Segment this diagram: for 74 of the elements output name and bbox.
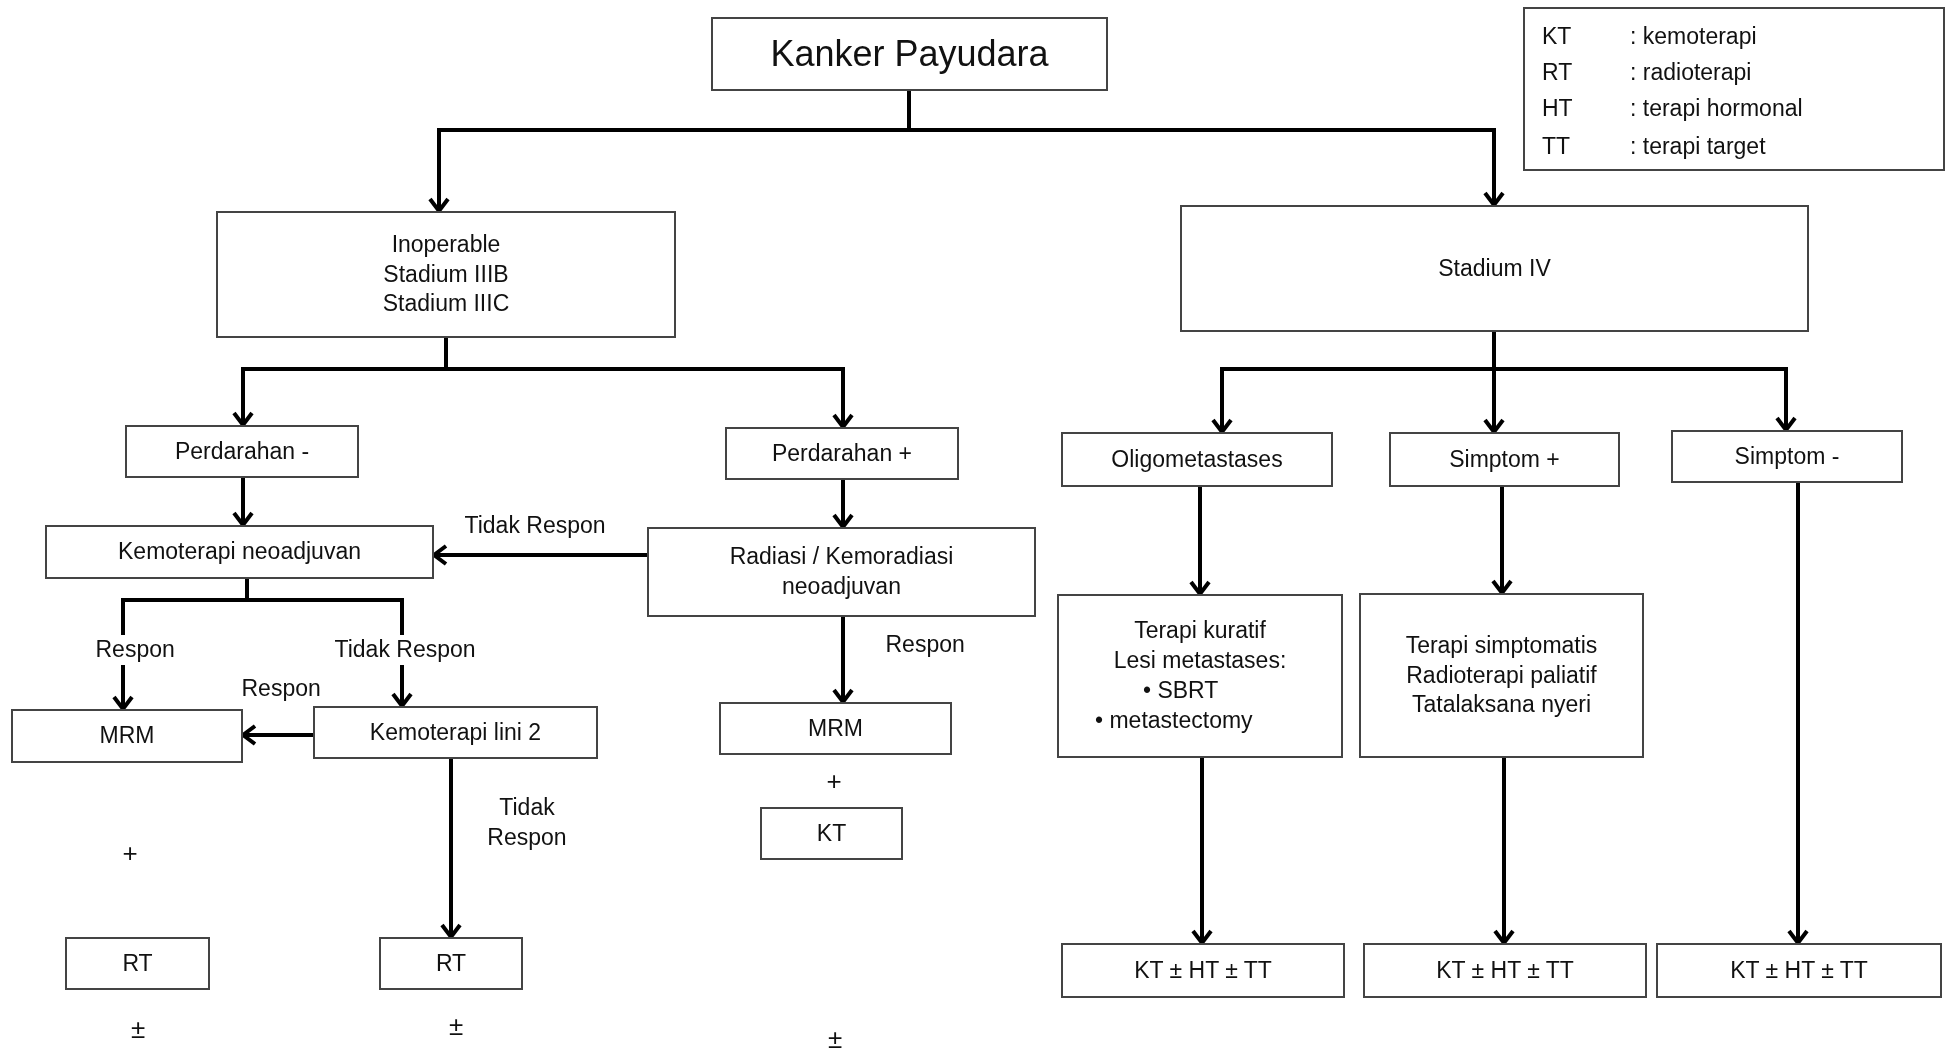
process-box: [1057, 594, 1343, 758]
abbreviation-meaning: : terapi target: [1630, 133, 1766, 161]
process-box: [760, 807, 903, 860]
box-text: Terapi kuratif: [1134, 616, 1266, 646]
process-box: [11, 709, 243, 763]
bullet-item: • SBRT: [1143, 676, 1219, 705]
plus-sign: +: [122, 837, 138, 869]
process-box: [1389, 432, 1620, 487]
process-box: [379, 937, 523, 990]
process-box: [216, 211, 676, 338]
box-text: MRM: [99, 721, 155, 751]
box-text: RT: [435, 948, 467, 978]
arrow: [1491, 487, 1513, 595]
process-box: [719, 702, 952, 755]
abbreviation-label: TT: [1542, 133, 1571, 161]
arrow: [245, 579, 413, 708]
box-text: Tatalaksana nyeri: [1412, 690, 1591, 720]
plus-minus-sign: ±: [449, 1010, 464, 1042]
box-text: KT ± HT ± TT: [1134, 955, 1272, 985]
process-box: [1656, 943, 1942, 998]
plus-minus-sign: ±: [828, 1023, 843, 1054]
plus-sign: +: [826, 765, 842, 797]
arrow: [832, 617, 854, 704]
process-box: [125, 425, 359, 478]
process-box: [1671, 430, 1903, 483]
arrow: [444, 338, 854, 429]
arrow: [1492, 332, 1797, 432]
box-text: KT ± HT ± TT: [1730, 955, 1868, 985]
process-box: [725, 427, 959, 480]
box-text: Inoperable: [391, 229, 501, 259]
abbreviation-label: HT: [1542, 95, 1573, 123]
box-text: Stadium IIIB: [383, 259, 509, 289]
box-text: Simptom -: [1734, 441, 1840, 471]
title-box: [711, 17, 1108, 91]
box-text: RT: [122, 948, 153, 978]
process-box: [1061, 432, 1333, 487]
process-box: [1359, 593, 1644, 758]
arrow: [1189, 487, 1211, 596]
abbreviation-meaning: : terapi hormonal: [1630, 95, 1803, 123]
process-box: [1363, 943, 1647, 998]
box-text: Stadium IIIC: [382, 289, 510, 319]
box-text: KT: [816, 818, 847, 848]
bullet-item: • metastectomy: [1095, 705, 1253, 735]
box-text: KT ± HT ± TT: [1436, 955, 1574, 985]
process-box: [45, 525, 434, 579]
process-box: [1180, 205, 1809, 332]
arrow: [1787, 483, 1809, 945]
box-text: Simptom +: [1449, 444, 1560, 474]
box-text: Oligometastases: [1111, 444, 1283, 474]
process-box: [65, 937, 210, 990]
box-text: MRM: [808, 713, 863, 743]
arrow: [440, 759, 462, 939]
arrow: [832, 480, 854, 529]
box-text: Perdarahan +: [772, 438, 912, 468]
box-text: Terapi simptomatis: [1405, 630, 1598, 660]
abbreviation-meaning: : kemoterapi: [1630, 23, 1757, 51]
process-box: [1061, 943, 1345, 998]
box-text: Kemoterapi neoadjuvan: [118, 537, 361, 567]
arrow: [1493, 758, 1515, 945]
plus-minus-sign: ±: [131, 1013, 146, 1045]
box-text: Stadium IV: [1438, 253, 1551, 283]
arrow: [1191, 758, 1213, 945]
box-text: Lesi metastases:: [1113, 646, 1287, 676]
box-text: Perdarahan -: [174, 436, 310, 466]
arrow: [232, 478, 254, 527]
process-box: [647, 527, 1036, 617]
abbreviation-label: RT: [1542, 59, 1573, 87]
box-text: Radiasi / Kemoradiasi neoadjuvan: [728, 542, 955, 601]
box-text: Kemoterapi lini 2: [369, 717, 542, 747]
abbreviation-label: KT: [1542, 23, 1572, 51]
abbreviation-meaning: : radioterapi: [1630, 59, 1752, 87]
box-text: Radioterapi paliatif: [1406, 660, 1597, 690]
process-box: [313, 706, 598, 759]
box-text: Kanker Payudara: [770, 31, 1049, 76]
